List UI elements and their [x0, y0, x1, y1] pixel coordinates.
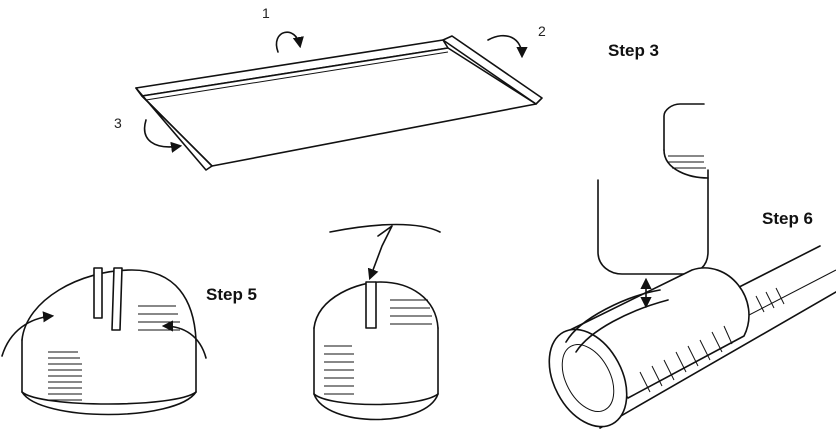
fold-number-1: 1	[262, 5, 270, 21]
fold-number-3: 3	[114, 115, 122, 131]
pipe-end-opening	[548, 328, 628, 428]
step5-open-sleeve	[1, 267, 207, 416]
seam-flap-left	[93, 267, 103, 319]
seam-flap-right	[111, 267, 123, 331]
step3-label: Step 3	[608, 41, 659, 60]
closed-sleeve-hatching	[324, 299, 432, 395]
fold-number-2: 2	[538, 23, 546, 39]
sheet-left-flange	[135, 87, 213, 171]
step3-sheet-illustration	[135, 35, 543, 171]
fold-arrow-3	[143, 119, 183, 153]
seam-overlap	[365, 281, 377, 329]
fold-arrow-1	[275, 31, 304, 53]
fold-arrow-2	[487, 34, 528, 59]
sheet-right-flange	[442, 35, 543, 105]
step5-closed-sleeve	[313, 223, 441, 421]
sheet-body	[141, 47, 537, 167]
step6-pipe-assembly	[548, 103, 836, 429]
sleeve-hatching	[48, 305, 180, 401]
step5-label: Step 5	[206, 285, 257, 304]
sleeve-threads	[639, 287, 785, 393]
step6-label: Step 6	[762, 209, 813, 228]
